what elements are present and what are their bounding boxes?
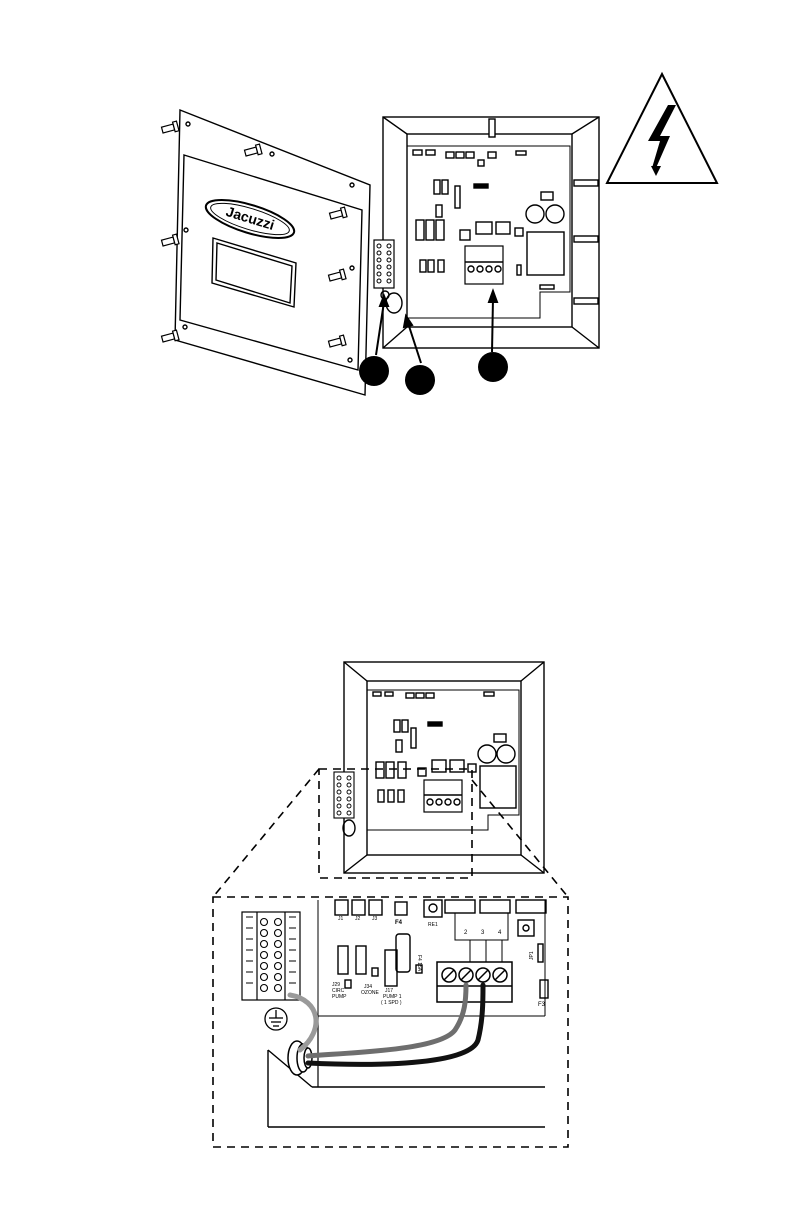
enclosure-overview: [343, 662, 544, 873]
detail-ground-strip: [242, 912, 300, 1000]
side-label: JP1: [529, 951, 535, 960]
high-voltage-warning-icon: [607, 74, 717, 183]
header-a-label: J1: [338, 916, 344, 922]
f3-label: F3: [538, 1002, 546, 1008]
callout-1: [359, 356, 389, 386]
spd-label: ( 1 SPD ): [381, 1000, 402, 1006]
terminal-3-label: 3: [481, 930, 485, 936]
detail-terminal-screws: [442, 968, 507, 982]
ground-terminal-strip: [374, 240, 394, 288]
screw-icon: [161, 234, 179, 248]
ground-symbol-icon: [265, 1008, 287, 1030]
relay-label: RE1: [428, 922, 438, 928]
pump-a-label: PUMP: [332, 994, 347, 1000]
vertical-label: F4 15A: [416, 955, 422, 972]
terminal-4-label: 4: [498, 930, 502, 936]
control-enclosure: [381, 117, 599, 348]
screw-icon: [161, 121, 179, 135]
header-c-label: J3: [372, 916, 378, 922]
overview-ground-strip: [334, 772, 354, 818]
terminal-2-label: 2: [464, 930, 468, 936]
ozone-label: OZONE: [361, 990, 379, 996]
header-b-label: J2: [355, 916, 361, 922]
callout-2: [405, 365, 435, 395]
callout-3: [478, 352, 508, 382]
cover-panel: [175, 110, 370, 395]
detail-view: [268, 900, 548, 1127]
screw-icon: [161, 330, 179, 344]
fuse-label: F4: [395, 920, 403, 926]
